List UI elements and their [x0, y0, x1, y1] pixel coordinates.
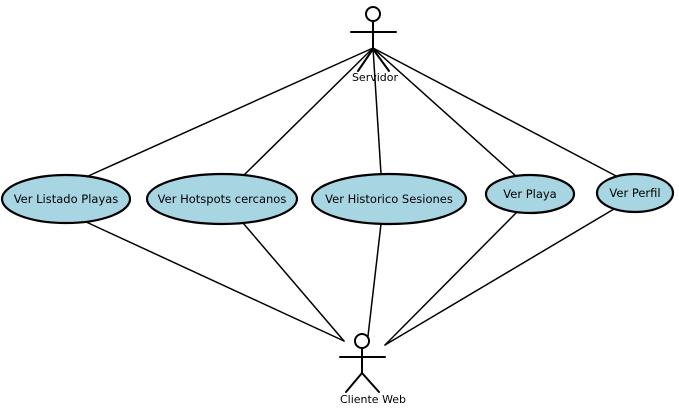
- use-case-ver-listado-playas[interactable]: Ver Listado Playas: [0, 173, 132, 225]
- association-line-cliente-ver-historico-sesiones: [367, 223, 382, 337]
- use-case-ellipse-ver-historico-sesiones[interactable]: [310, 172, 468, 226]
- use-case-ellipse-ver-listado-playas[interactable]: [0, 173, 132, 225]
- use-case-ver-historico-sesiones[interactable]: Ver Historico Sesiones: [310, 172, 468, 226]
- use-case-label-ver-listado-playas: Ver Listado Playas: [14, 192, 119, 206]
- actor-left-leg-line-cliente-web: [345, 372, 363, 393]
- use-case-ver-hotspots-cercanos[interactable]: Ver Hotspots cercanos: [145, 172, 299, 226]
- actor-right-leg-line-cliente-web: [361, 372, 380, 393]
- association-line-cliente-ver-listado-playas: [83, 220, 345, 342]
- association-line-cliente-ver-perfil: [384, 208, 615, 346]
- association-line-cliente-ver-playa: [384, 210, 519, 346]
- actor-head-icon-cliente-web: [354, 333, 370, 349]
- actor-head-icon-servidor: [365, 6, 381, 22]
- use-case-ellipse-ver-perfil[interactable]: [595, 172, 675, 214]
- use-case-nodes-group: Ver Listado Playas Ver Hotspots cercanos V…: [0, 172, 675, 226]
- association-line-servidor-ver-listado-playas: [85, 47, 374, 178]
- association-line-servidor-ver-historico-sesiones: [372, 47, 382, 175]
- association-line-cliente-ver-hotspots-cercanos: [242, 222, 345, 342]
- actor-servidor[interactable]: Servidor: [350, 6, 399, 84]
- use-case-ver-perfil[interactable]: Ver Perfil: [595, 172, 675, 214]
- use-case-ver-playa[interactable]: Ver Playa: [484, 173, 576, 215]
- use-case-label-ver-playa: Ver Playa: [503, 187, 556, 201]
- association-lines-group: [83, 47, 619, 346]
- actor-right-leg-line-servidor: [372, 48, 390, 72]
- actor-label-servidor: Servidor: [352, 71, 399, 84]
- actor-label-cliente-web: Cliente Web: [340, 393, 406, 406]
- use-case-ellipse-ver-hotspots-cercanos[interactable]: [145, 172, 299, 226]
- use-case-label-ver-perfil: Ver Perfil: [609, 186, 660, 200]
- association-line-servidor-ver-perfil: [372, 47, 619, 178]
- use-case-label-ver-historico-sesiones: Ver Historico Sesiones: [325, 192, 453, 206]
- association-line-servidor-ver-hotspots-cercanos: [243, 47, 374, 176]
- use-case-ellipse-ver-playa[interactable]: [484, 173, 576, 215]
- actor-cliente-web[interactable]: Cliente Web: [339, 333, 406, 406]
- use-case-label-ver-hotspots-cercanos: Ver Hotspots cercanos: [158, 192, 287, 206]
- actor-left-leg-line-servidor: [357, 48, 374, 72]
- association-line-servidor-ver-playa: [372, 47, 518, 178]
